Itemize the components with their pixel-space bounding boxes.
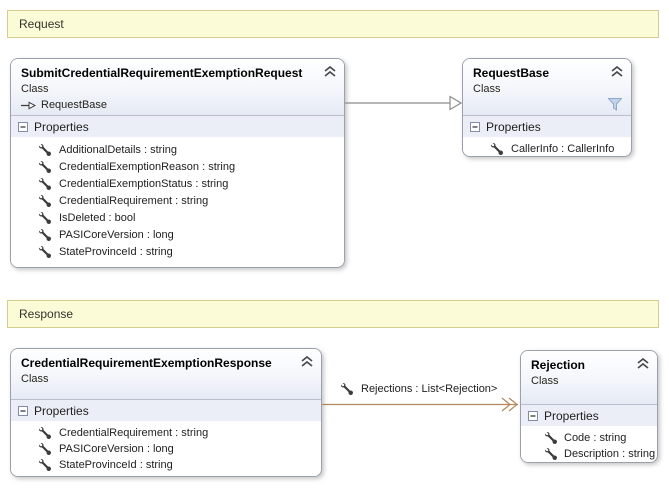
- compartment-label: Properties: [34, 120, 89, 134]
- compartment-label: Properties: [34, 404, 89, 418]
- property-text: CredentialExemptionReason : string: [59, 161, 235, 173]
- class-box-rejection[interactable]: Rejection Class Properties Code : string…: [520, 350, 658, 463]
- base-type-row: RequestBase: [21, 99, 320, 111]
- property-list: Code : string Description : string: [521, 426, 657, 463]
- property-wrench-icon: [39, 427, 51, 439]
- class-box-submit-request[interactable]: SubmitCredentialRequirementExemptionRequ…: [10, 58, 345, 268]
- property-row[interactable]: IsDeleted : bool: [11, 209, 342, 226]
- class-header: SubmitCredentialRequirementExemptionRequ…: [11, 59, 344, 115]
- property-row[interactable]: AdditionalDetails : string: [11, 141, 342, 158]
- class-title: Rejection: [531, 358, 633, 372]
- compartment-label: Properties: [486, 120, 541, 134]
- property-wrench-icon: [39, 144, 51, 156]
- property-text: AdditionalDetails : string: [59, 144, 177, 156]
- property-text: IsDeleted : bool: [59, 212, 135, 224]
- property-text: Code : string: [564, 432, 626, 444]
- property-text: CredentialExemptionStatus : string: [59, 178, 228, 190]
- group-band-label: Response: [19, 307, 73, 321]
- property-wrench-icon: [341, 383, 353, 395]
- property-text: CallerInfo : CallerInfo: [511, 143, 614, 155]
- group-band-request[interactable]: Request: [7, 10, 659, 38]
- property-row[interactable]: StateProvinceId : string: [11, 457, 319, 473]
- property-wrench-icon: [39, 195, 51, 207]
- class-kind-label: Class: [531, 375, 633, 387]
- property-row[interactable]: StateProvinceId : string: [11, 243, 342, 260]
- property-text: PASICoreVersion : long: [59, 443, 174, 455]
- collapse-chevron-icon[interactable]: [636, 357, 649, 369]
- collapse-minus-icon[interactable]: [18, 406, 28, 416]
- collapse-chevron-icon[interactable]: [323, 65, 336, 77]
- class-header: Rejection Class: [521, 351, 657, 404]
- association-connector[interactable]: [322, 396, 520, 413]
- class-kind-label: Class: [21, 83, 320, 95]
- property-row[interactable]: Description : string: [521, 446, 655, 462]
- properties-compartment-header[interactable]: Properties: [11, 115, 344, 137]
- inherits-arrow-icon: [21, 101, 36, 110]
- inheritance-connector[interactable]: [345, 95, 462, 112]
- property-row[interactable]: PASICoreVersion : long: [11, 441, 319, 457]
- filter-funnel-icon[interactable]: [608, 98, 622, 111]
- property-text: StateProvinceId : string: [59, 246, 173, 258]
- property-wrench-icon: [545, 448, 557, 460]
- collapse-minus-icon[interactable]: [18, 122, 28, 132]
- class-box-exemption-response[interactable]: CredentialRequirementExemptionResponse C…: [10, 348, 322, 477]
- collapse-minus-icon[interactable]: [528, 411, 538, 421]
- property-wrench-icon: [39, 443, 51, 455]
- base-type-name: RequestBase: [41, 99, 107, 111]
- property-wrench-icon: [39, 229, 51, 241]
- compartment-label: Properties: [544, 409, 599, 423]
- association-label: Rejections : List<Rejection>: [361, 383, 497, 395]
- property-wrench-icon: [39, 178, 51, 190]
- property-wrench-icon: [491, 143, 503, 155]
- group-band-label: Request: [19, 17, 64, 31]
- class-box-request-base[interactable]: RequestBase Class Properties CallerInfo …: [462, 58, 632, 157]
- group-band-response[interactable]: Response: [7, 300, 659, 328]
- property-row[interactable]: PASICoreVersion : long: [11, 226, 342, 243]
- property-text: CredentialRequirement : string: [59, 427, 208, 439]
- property-row[interactable]: Code : string: [521, 430, 655, 446]
- property-list: CredentialRequirement : string PASICoreV…: [11, 421, 321, 476]
- collapse-minus-icon[interactable]: [470, 122, 480, 132]
- property-wrench-icon: [39, 212, 51, 224]
- property-row[interactable]: CredentialExemptionStatus : string: [11, 175, 342, 192]
- property-list: CallerInfo : CallerInfo: [463, 137, 631, 157]
- properties-compartment-header[interactable]: Properties: [463, 115, 631, 137]
- property-text: StateProvinceId : string: [59, 459, 173, 471]
- properties-compartment-header[interactable]: Properties: [11, 399, 321, 421]
- class-title: SubmitCredentialRequirementExemptionRequ…: [21, 66, 320, 80]
- inheritance-arrow-head: [450, 97, 461, 110]
- property-row[interactable]: CredentialRequirement : string: [11, 192, 342, 209]
- class-title: RequestBase: [473, 66, 607, 80]
- property-wrench-icon: [545, 432, 557, 444]
- properties-compartment-header[interactable]: Properties: [521, 404, 657, 426]
- class-title: CredentialRequirementExemptionResponse: [21, 356, 297, 370]
- property-list: AdditionalDetails : string CredentialExe…: [11, 137, 344, 267]
- property-text: Description : string: [564, 448, 655, 460]
- property-wrench-icon: [39, 161, 51, 173]
- collapse-chevron-icon[interactable]: [610, 65, 623, 77]
- class-kind-label: Class: [473, 83, 607, 95]
- association-label-row[interactable]: Rejections : List<Rejection>: [341, 381, 497, 397]
- class-header: RequestBase Class: [463, 59, 631, 115]
- class-kind-label: Class: [21, 373, 297, 385]
- property-row[interactable]: CredentialRequirement : string: [11, 425, 319, 441]
- collapse-chevron-icon[interactable]: [300, 355, 313, 367]
- property-wrench-icon: [39, 246, 51, 258]
- class-header: CredentialRequirementExemptionResponse C…: [11, 349, 321, 399]
- property-text: PASICoreVersion : long: [59, 229, 174, 241]
- property-row[interactable]: CallerInfo : CallerInfo: [463, 141, 629, 157]
- property-text: CredentialRequirement : string: [59, 195, 208, 207]
- property-row[interactable]: CredentialExemptionReason : string: [11, 158, 342, 175]
- property-wrench-icon: [39, 459, 51, 471]
